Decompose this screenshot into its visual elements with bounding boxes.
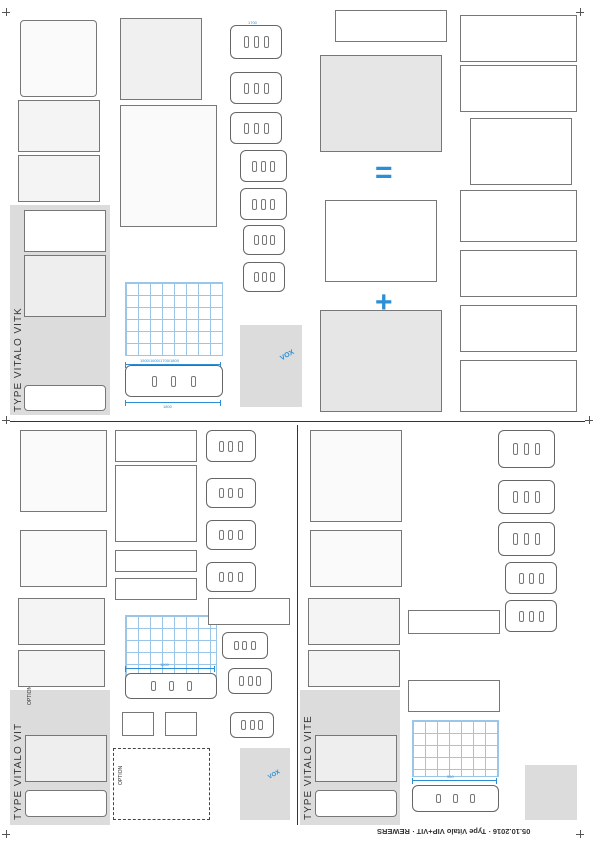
vite-crossed-sketch <box>308 650 400 687</box>
tools-sketch <box>18 100 100 152</box>
vit-parts-sketch <box>25 735 107 782</box>
vit-plan-3 <box>206 520 256 550</box>
vit-option-label: OPTION <box>27 685 33 705</box>
vite-wall-sketch-2 <box>408 680 500 712</box>
pipe-fitting-sketch <box>335 10 447 42</box>
vite-bath-sketch <box>315 790 397 817</box>
wall-angle-sketch-4 <box>460 305 577 352</box>
vit-plan-7 <box>230 712 274 738</box>
vit-option-box-label: OPTION <box>118 765 124 785</box>
vit-wall-sketch-1 <box>115 550 197 572</box>
vit-plan-1 <box>206 430 256 462</box>
vox-box-vit <box>240 748 290 820</box>
wall-angle-sketch-5 <box>460 360 577 412</box>
wall-install-sketch-1 <box>20 20 97 97</box>
vitk-device-sketch <box>24 210 106 252</box>
dim-frame-top <box>125 362 221 368</box>
wall-angle-sketch-1 <box>460 65 577 112</box>
vit-detail-b <box>165 712 197 736</box>
vite-tools-sketch <box>308 598 400 645</box>
bath-plan-3 <box>230 112 282 144</box>
bath-plan-1-dim: 1700 <box>248 20 257 25</box>
dim-bath-bottom-top-label: 1800 <box>163 404 172 409</box>
bath-plan-4 <box>240 150 287 182</box>
bath-plan-6 <box>243 225 285 255</box>
crop-mark-bottom-right <box>576 830 584 838</box>
vite-plan-3 <box>498 522 555 556</box>
vite-plan-4 <box>505 562 557 594</box>
vite-plan-1 <box>498 430 555 468</box>
vit-type-label: TYPE VITALO VIT <box>13 722 24 820</box>
ceiling-mount-sketch <box>460 15 577 62</box>
vite-install-sketch-2 <box>310 530 402 587</box>
installation-box-sketch-1 <box>320 55 442 152</box>
horizontal-divider <box>10 421 585 422</box>
vit-bath-sketch <box>25 790 107 817</box>
vit-tools-sketch <box>18 598 105 645</box>
vite-plan-2 <box>498 480 555 514</box>
dim-bath-bottom-top <box>125 400 221 406</box>
crop-mark-mid-right <box>585 416 593 424</box>
dim-frame-label: 1500/1600/1700/1800 <box>140 358 179 363</box>
dim-vite-frame-label: 560 <box>447 774 454 779</box>
crop-mark-bottom-left <box>2 830 10 838</box>
vit-plan-6 <box>228 668 272 694</box>
vit-bath-main <box>125 673 217 699</box>
bath-plan-7 <box>243 262 285 292</box>
vit-detail-a <box>122 712 154 736</box>
vite-wall-sketch-1 <box>408 610 500 634</box>
vite-bath-main <box>412 785 499 812</box>
vite-install-sketch-1 <box>310 430 402 522</box>
vox-box-vite <box>525 765 577 820</box>
crop-mark-top-left <box>2 8 10 16</box>
vit-install-sketch-1 <box>20 430 107 512</box>
vox-box-top <box>240 325 302 407</box>
bath-plan-2 <box>230 72 282 104</box>
vertical-divider-bottom <box>297 425 298 825</box>
bath-plan-1 <box>230 25 282 59</box>
drill-sketch <box>120 105 217 227</box>
vit-install-sketch-2 <box>20 530 107 587</box>
dim-vit-frame <box>125 666 215 672</box>
vit-plan-2 <box>206 478 256 508</box>
vit-option-box <box>113 748 210 820</box>
vit-ceiling-sketch-2 <box>115 465 197 542</box>
vite-plan-5 <box>505 600 557 632</box>
crop-mark-top-right <box>576 8 584 16</box>
installation-box-sketch-2 <box>320 310 442 412</box>
dim-vite-frame <box>412 778 497 784</box>
vit-wall-corner <box>208 598 290 625</box>
vitk-type-label: TYPE VITALO VITK <box>13 307 24 412</box>
wall-angle-sketch-3 <box>460 250 577 297</box>
page-footer: 05.10.2016 · Type Vitalo VIP+VIT · REWER… <box>377 827 531 836</box>
vite-parts-sketch <box>315 735 397 782</box>
wall-angle-sketch-2 <box>460 190 577 242</box>
crossed-sketch <box>18 155 100 202</box>
vit-plan-4 <box>206 562 256 592</box>
vitk-bath-sketch <box>24 385 106 411</box>
vit-ceiling-sketch-1 <box>115 430 197 462</box>
bath-plan-5 <box>240 188 287 220</box>
crop-mark-mid-left <box>2 416 10 424</box>
dim-vit-frame-label: 1600 <box>160 662 169 667</box>
vit-plan-5 <box>222 632 268 659</box>
vite-type-label: TYPE VITALO VITE <box>303 715 314 820</box>
frame-grid-vite <box>412 720 499 777</box>
pipe-assembly-sketch <box>325 200 437 282</box>
equals-sign: = <box>375 156 393 189</box>
frame-grid-top <box>125 282 223 356</box>
sensor-sketch <box>470 118 572 185</box>
vit-crossed-sketch <box>18 650 105 687</box>
vit-wall-sketch-2 <box>115 578 197 600</box>
vitk-bath-top <box>125 365 223 397</box>
vitk-parts-sketch <box>24 255 106 317</box>
tile-wall-sketch <box>120 18 202 100</box>
